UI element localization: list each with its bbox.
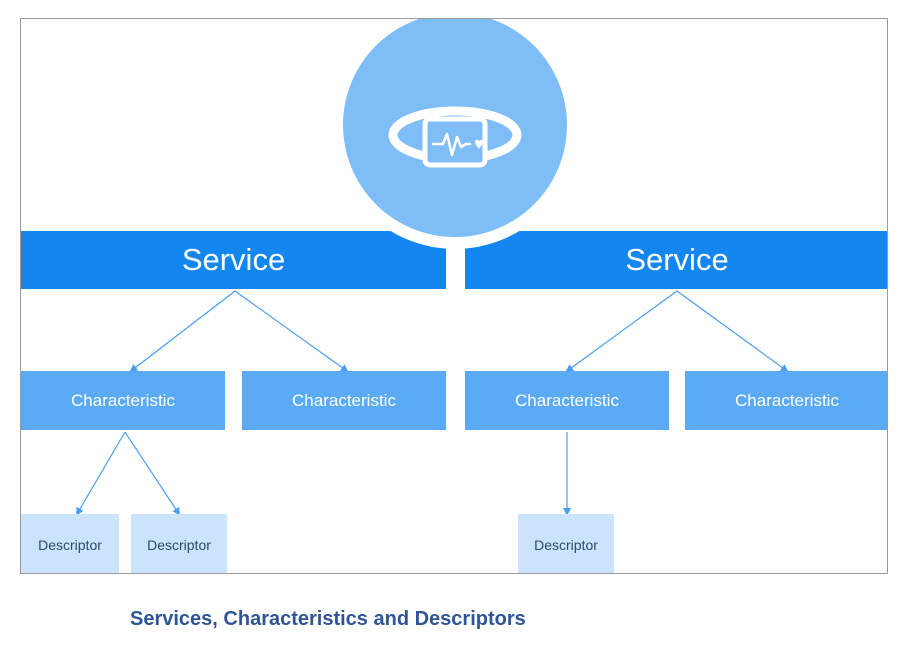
service-label: Service [625,242,729,277]
arrow-char1-desc1 [75,431,126,516]
descriptor-label: Descriptor [147,536,211,553]
characteristic-box: Characteristic [242,371,446,430]
service-bar-right: Service [465,231,887,289]
characteristic-box: Characteristic [465,371,669,430]
device-badge [331,19,579,249]
characteristic-label: Characteristic [735,390,839,410]
characteristic-box: Characteristic [21,371,225,430]
characteristic-box: Characteristic [685,371,887,430]
descriptor-box: Descriptor [518,514,614,573]
descriptor-label: Descriptor [38,536,102,553]
arrow-service2-char3 [565,290,678,373]
characteristic-label: Characteristic [71,390,175,410]
connector-lines [75,290,789,516]
descriptor-box: Descriptor [131,514,227,573]
arrow-service2-char4 [676,290,789,373]
figure-caption: Services, Characteristics and Descriptor… [130,608,526,630]
arrow-char1-desc2 [124,431,181,516]
arrow-service1-char2 [234,290,349,373]
characteristic-label: Characteristic [292,390,396,410]
descriptor-label: Descriptor [534,536,598,553]
heart-rate-band-icon [388,106,522,168]
descriptor-box: Descriptor [21,514,119,573]
service-label: Service [181,242,286,277]
arrow-service1-char1 [129,290,236,373]
service-bar-left: Service [21,231,446,289]
diagram-frame: Service Service Characteristic Character… [20,18,888,574]
characteristic-label: Characteristic [515,390,619,410]
